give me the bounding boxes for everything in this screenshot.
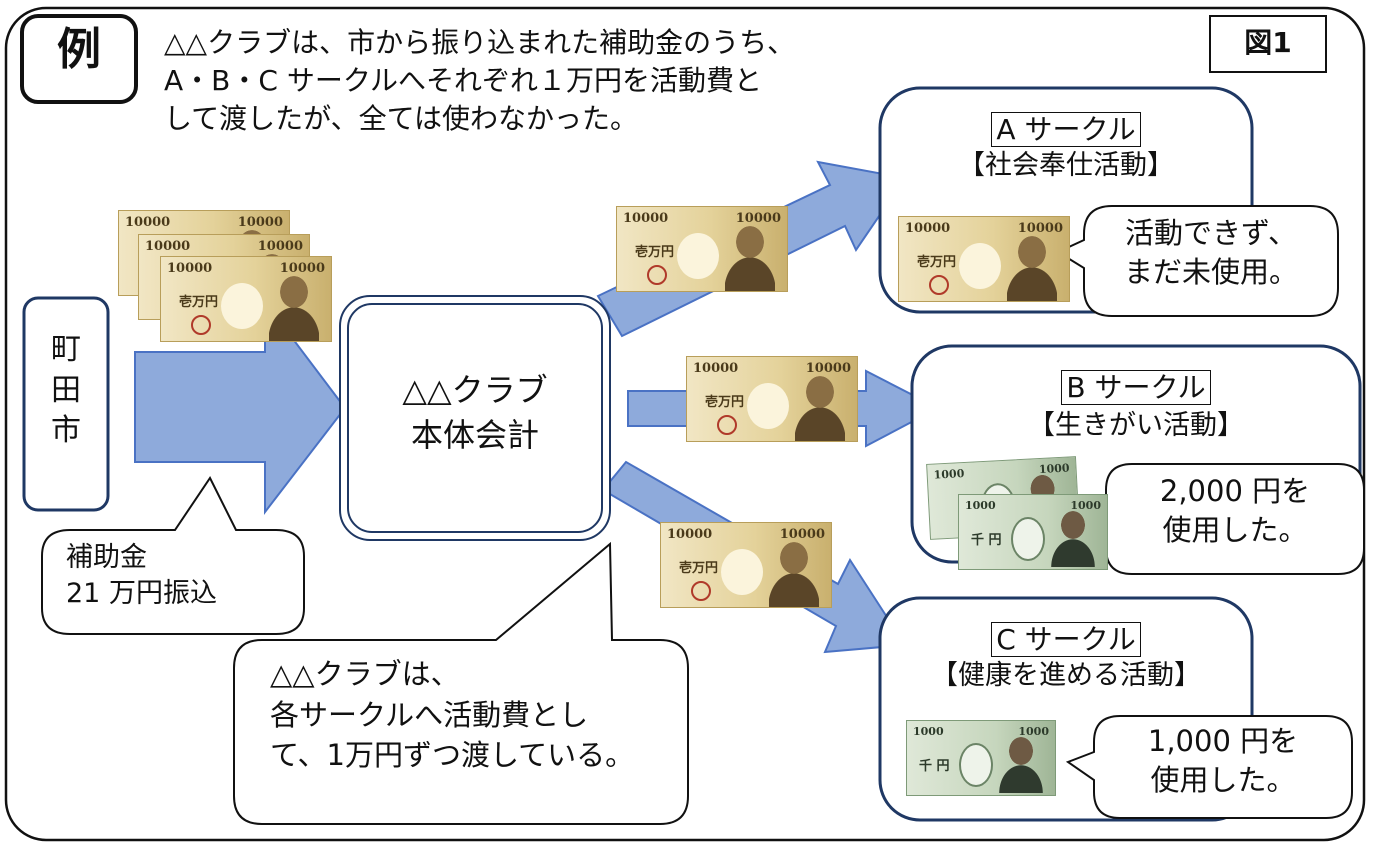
club-label: △△クラブ 本体会計 [402,371,548,454]
circle-a-heading: A サークル [880,108,1252,148]
circle-c-activity: 【健康を進める活動】 [931,660,1201,691]
city-label: 町 田 市 [51,332,81,448]
example-badge: 例 [57,24,101,75]
intro-text: △△クラブは、市から振り込まれた補助金のうち、 A・B・C サークルへそれぞれ１… [164,26,796,135]
city-callout-text: 補助金 21 万円振込 [66,542,217,610]
figure-label: 図1 [1244,26,1292,59]
circle-b-callout [1080,463,1365,575]
club-callout-bubble [233,541,689,825]
circle-b-name: B サークル [1061,370,1211,405]
circle-c-callout [1065,715,1353,819]
circle-a-name: A サークル [991,112,1141,147]
circle-a-note: 活動できず、 まだ未使用。 [1123,216,1298,290]
club-callout-text: △△クラブは、 各サークルへ活動費とし て、1万円ずつ渡している。 [270,657,635,773]
circle-b-heading: B サークル [912,366,1360,406]
circle-a-callout [1055,205,1339,317]
city-callout-bubble [41,476,305,635]
circle-c-name: C サークル [991,622,1141,657]
circle-c-heading: C サークル [880,618,1252,658]
circle-c-note: 1,000 円を 使用した。 [1147,724,1299,798]
arrow-city-to-club [134,299,347,515]
figure-label-box [1209,15,1327,73]
circle-b-note: 2,000 円を 使用した。 [1159,474,1311,548]
club-box-outer [339,295,611,541]
city-box [22,296,110,512]
circle-a-activity: 【社会奉仕活動】 [958,150,1174,181]
club-box-inner [347,303,603,533]
circle-b-activity: 【生きがい活動】 [1028,410,1244,441]
outer-frame [4,6,1366,842]
example-badge-box [20,14,138,104]
